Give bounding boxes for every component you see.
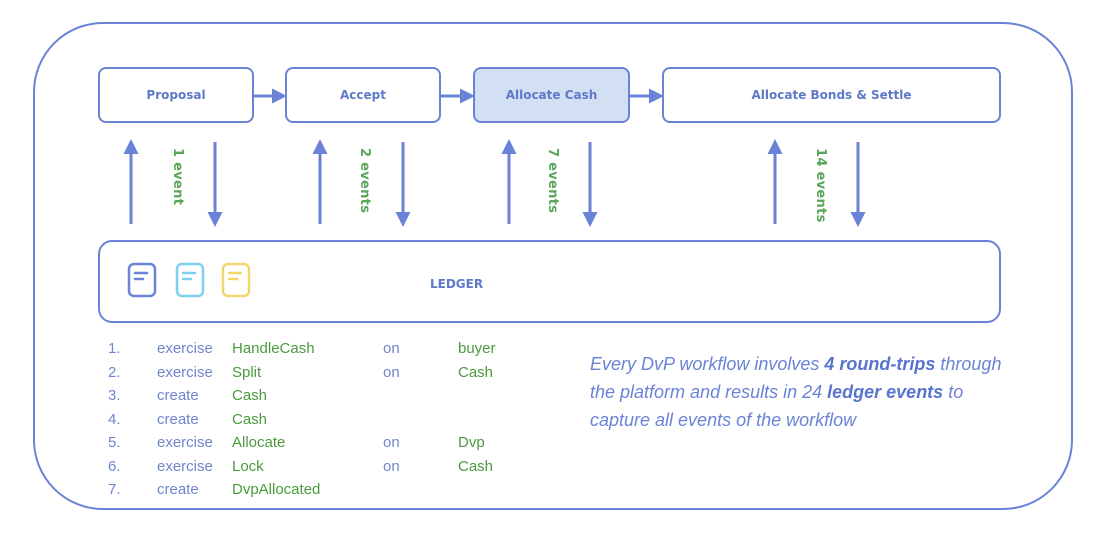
command-name: Cash [232, 387, 268, 404]
command-row: 4. create Cash [108, 411, 548, 435]
step-label: Allocate Bonds & Settle [751, 88, 912, 102]
command-number: 3. [108, 387, 121, 404]
command-number: 5. [108, 434, 121, 451]
command-number: 2. [108, 363, 121, 381]
command-row: 7. create DvpAllocated [108, 481, 548, 505]
step-allocate-bonds-settle: Allocate Bonds & Settle [662, 67, 1001, 123]
command-row: 2. exercise Split on Cash [108, 364, 548, 388]
command-number: 4. [108, 410, 121, 428]
command-row: 1. exercise HandleCash on buyer [108, 340, 548, 364]
command-row: 3. create Cash [108, 387, 548, 411]
command-name: DvpAllocated [232, 481, 321, 498]
step-allocate-cash: Allocate Cash [473, 67, 630, 123]
command-verb: create [157, 387, 199, 404]
ledger-label: LEDGER [430, 277, 484, 291]
command-on: on [383, 340, 400, 357]
command-verb: create [157, 481, 199, 498]
command-name: Split [232, 363, 262, 381]
event-count-1: 1 event [170, 148, 185, 206]
ledger-box: LEDGER [98, 240, 1001, 323]
step-label: Accept [340, 88, 386, 102]
document-icon [221, 262, 251, 298]
document-icon [127, 262, 157, 298]
event-count-2: 2 events [357, 148, 372, 214]
command-name: Cash [232, 410, 268, 428]
command-row: 6. exercise Lock on Cash [108, 458, 548, 482]
command-on: on [383, 434, 400, 451]
command-name: HandleCash [232, 340, 315, 357]
command-target: Cash [458, 363, 494, 381]
command-name: Lock [232, 457, 264, 475]
command-verb: exercise [157, 457, 213, 475]
command-verb: exercise [157, 340, 213, 357]
command-target: Cash [458, 457, 494, 475]
step-label: Allocate Cash [505, 88, 598, 102]
summary-ledger-events: ledger events [827, 382, 944, 402]
workflow-frame [33, 22, 1073, 510]
command-on: on [383, 363, 400, 381]
command-list: 1. exercise HandleCash on buyer 2. exerc… [108, 340, 548, 505]
step-proposal: Proposal [98, 67, 254, 123]
command-target: Dvp [458, 434, 485, 451]
summary-text: Every DvP workflow involves [590, 354, 825, 374]
command-verb: create [157, 410, 199, 428]
event-count-3: 7 events [545, 148, 560, 214]
event-count-4: 14 events [813, 148, 828, 223]
command-name: Allocate [232, 434, 286, 451]
command-verb: exercise [157, 434, 213, 451]
summary-round-trips: 4 round-trips [824, 354, 936, 374]
command-verb: exercise [157, 363, 213, 381]
workflow-summary: Every DvP workflow involves 4 round-trip… [590, 350, 1010, 434]
command-number: 6. [108, 457, 121, 475]
summary-text: to capture all events of the workflow [590, 382, 964, 430]
command-on: on [383, 457, 400, 475]
document-icon [175, 262, 205, 298]
summary-text: through the platform and results in 24 [590, 354, 1002, 402]
command-row: 5. exercise Allocate on Dvp [108, 434, 548, 458]
step-label: Proposal [146, 88, 206, 102]
command-target: buyer [458, 340, 496, 357]
step-accept: Accept [285, 67, 441, 123]
command-number: 7. [108, 481, 121, 498]
command-number: 1. [108, 340, 121, 357]
